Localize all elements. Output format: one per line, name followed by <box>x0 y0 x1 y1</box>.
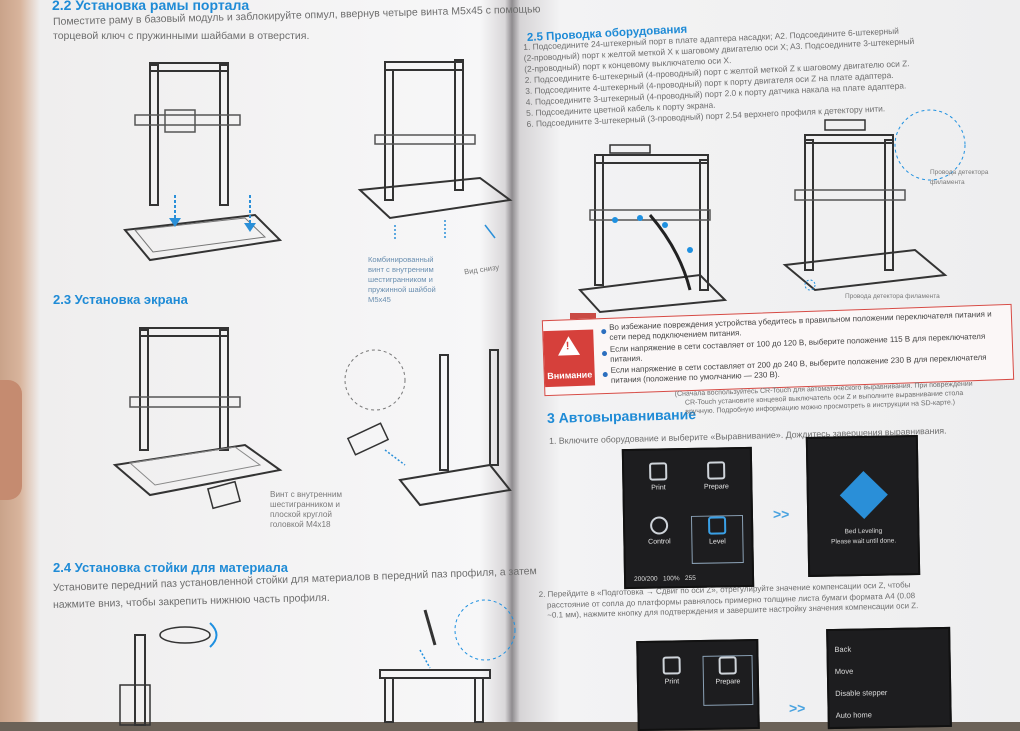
print-icon <box>649 462 668 481</box>
menu-tile-prepare[interactable]: Prepare <box>702 655 754 706</box>
callout-m5x45: Комбинированный винт с внутренним шестиг… <box>368 255 436 304</box>
warning-icon: ! <box>557 335 581 356</box>
menu-tile-print[interactable]: Print <box>647 656 698 707</box>
warning-bullet <box>601 350 608 357</box>
screen-before-illustration <box>112 327 283 510</box>
warning-bullet <box>602 371 608 378</box>
menu-tile-print[interactable]: Print <box>632 462 685 511</box>
text-2-2-line2: торцевой ключ с пружинными шайбами в отв… <box>53 30 310 42</box>
status-bar: 200/200 100% 255 <box>634 575 696 583</box>
menu-tile-control[interactable]: Control <box>633 516 686 565</box>
power-switch-highlight <box>570 313 596 322</box>
frame-before-illustration <box>123 62 283 262</box>
menu-row-disable-stepper[interactable]: Disable stepper <box>835 688 888 698</box>
fan-speed: 255 <box>684 574 696 583</box>
wiring-printer-illustration <box>577 144 728 314</box>
callout-detector-top: Провода детектора филамента <box>930 169 989 186</box>
right-page: 2.5 Проводка оборудования 1. Подсоединит… <box>515 0 1020 731</box>
nozzle-temp: 200/200 <box>634 575 658 583</box>
bed-leveling-wait: Please wait until done. <box>831 537 897 546</box>
text-2-4-line2: нажмите вниз, чтобы закрепить нижнюю час… <box>52 591 330 611</box>
menu-tile-prepare[interactable]: Prepare <box>690 461 743 510</box>
bed-leveling-title: Bed Leveling <box>844 527 883 536</box>
filament-holder-illustration <box>119 622 218 726</box>
callout-detector-bottom: Провода детектора филамента <box>845 293 940 300</box>
printer-screen-main-menu-2: Print Prepare <box>636 638 760 731</box>
heading-2-3: 2.3 Установка экрана <box>53 292 188 307</box>
warning-label-block: ! Внимание <box>543 329 596 388</box>
screen-after-illustration <box>344 349 512 507</box>
menu-row-move[interactable]: Move <box>834 666 854 676</box>
filament-detector-illustration <box>782 109 966 292</box>
printer-screen-main-menu: Print Prepare Control Level 200/200 100%… <box>621 446 755 590</box>
callout-m4x18: Винт с внутренним шестигранником и плоск… <box>270 490 343 529</box>
frame-after-illustration <box>357 59 513 240</box>
next-chevron: >> <box>773 506 790 522</box>
printer-screen-bed-leveling: Bed Leveling Please wait until done. <box>805 435 921 577</box>
printer-screen-prepare-menu: Back Move Disable stepper Auto home <box>826 626 952 730</box>
heading-2-2: 2.2 Установка рамы портала <box>52 0 250 13</box>
menu-tile-level[interactable]: Level <box>690 515 744 564</box>
bed-leveling-icon <box>839 470 888 520</box>
warning-bullet <box>601 328 607 335</box>
prepare-icon <box>718 656 737 675</box>
filament-holder-install-illustration <box>379 599 516 723</box>
heading-2-4: 2.4 Установка стойки для материала <box>53 560 289 575</box>
left-page: 2.2 Установка рамы портала Поместите рам… <box>20 0 541 726</box>
heading-3: 3 Автовыравнивание <box>546 406 697 426</box>
menu-row-auto-home[interactable]: Auto home <box>835 710 872 720</box>
next-chevron: >> <box>789 700 806 716</box>
menu-row-back[interactable]: Back <box>834 644 852 654</box>
prepare-icon <box>707 461 726 480</box>
speed-percent: 100% <box>662 575 680 583</box>
callout-bottom-view: Вид снизу <box>463 262 500 277</box>
level-icon <box>707 516 727 535</box>
gear-icon <box>649 516 669 535</box>
finger <box>0 380 22 500</box>
auto-level-step2: 2. Перейдите в «Подготовка → Сдвиг по ос… <box>538 580 919 620</box>
print-icon <box>662 656 681 675</box>
